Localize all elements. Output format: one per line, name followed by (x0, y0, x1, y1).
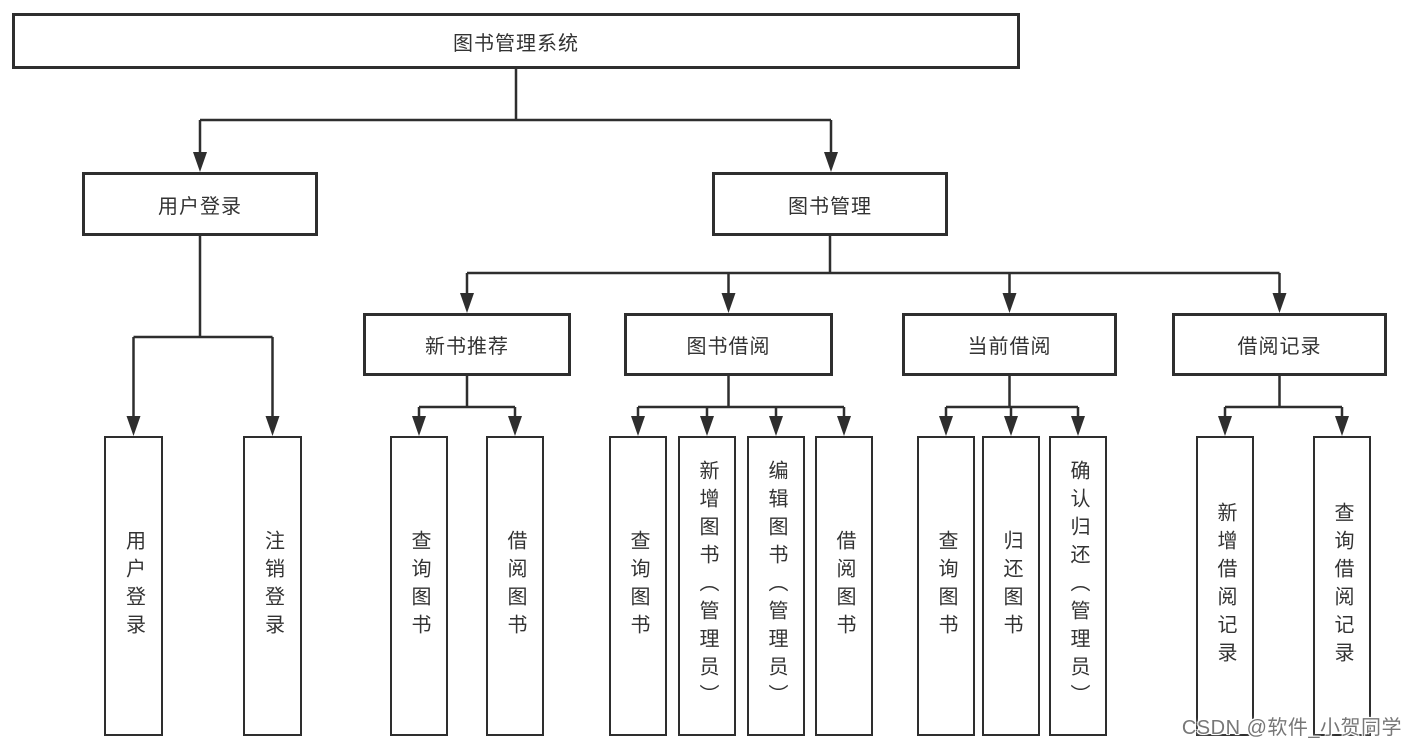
leaf-edit-books-admin: 编辑图书（管理员） (747, 436, 805, 736)
node-borrowing-records: 借阅记录 (1172, 313, 1387, 376)
leaf-logout: 注销登录 (243, 436, 302, 736)
leaf-user-login: 用户登录 (104, 436, 163, 736)
node-book-management: 图书管理 (712, 172, 948, 236)
leaf-add-books-admin: 新增图书（管理员） (678, 436, 736, 736)
leaf-add-books-admin-label: 新增图书（管理员） (696, 460, 718, 712)
node-book-management-label: 图书管理 (788, 195, 872, 218)
leaf-query-borrow-record-label: 查询借阅记录 (1331, 502, 1353, 670)
leaf-query-books-1-label: 查询图书 (408, 530, 430, 642)
leaf-add-borrow-record: 新增借阅记录 (1196, 436, 1254, 736)
leaf-borrow-books-1-label: 借阅图书 (504, 530, 526, 642)
leaf-logout-label: 注销登录 (261, 530, 284, 642)
node-book-borrowing: 图书借阅 (624, 313, 833, 376)
node-new-book-recommend-label: 新书推荐 (425, 336, 509, 358)
node-borrowing-records-label: 借阅记录 (1237, 336, 1322, 358)
node-root: 图书管理系统 (12, 13, 1020, 69)
node-user-login: 用户登录 (82, 172, 318, 236)
node-root-label: 图书管理系统 (453, 32, 579, 55)
node-new-book-recommend: 新书推荐 (363, 313, 571, 376)
leaf-query-books-3-label: 查询图书 (935, 530, 957, 642)
leaf-return-books: 归还图书 (982, 436, 1040, 736)
csdn-watermark: CSDN @软件_小贺同学 (1181, 717, 1402, 739)
leaf-query-books-3: 查询图书 (917, 436, 975, 736)
node-book-borrowing-label: 图书借阅 (686, 336, 771, 358)
leaf-edit-books-admin-label: 编辑图书（管理员） (765, 460, 787, 712)
leaf-query-books-2-label: 查询图书 (627, 530, 649, 642)
node-user-login-label: 用户登录 (158, 195, 242, 218)
leaf-user-login-label: 用户登录 (122, 530, 145, 642)
leaf-confirm-return-admin: 确认归还（管理员） (1049, 436, 1107, 736)
leaf-borrow-books-1: 借阅图书 (486, 436, 544, 736)
leaf-query-books-2: 查询图书 (609, 436, 667, 736)
leaf-borrow-books-2-label: 借阅图书 (833, 530, 855, 642)
arrowheads (126, 152, 1349, 436)
leaf-query-borrow-record: 查询借阅记录 (1313, 436, 1371, 736)
leaf-borrow-books-2: 借阅图书 (815, 436, 873, 736)
node-current-borrowing: 当前借阅 (902, 313, 1117, 376)
leaf-add-borrow-record-label: 新增借阅记录 (1214, 502, 1236, 670)
leaf-query-books-1: 查询图书 (390, 436, 448, 736)
node-current-borrowing-label: 当前借阅 (967, 336, 1052, 358)
leaf-return-books-label: 归还图书 (1000, 530, 1022, 642)
leaf-confirm-return-admin-label: 确认归还（管理员） (1067, 460, 1089, 712)
